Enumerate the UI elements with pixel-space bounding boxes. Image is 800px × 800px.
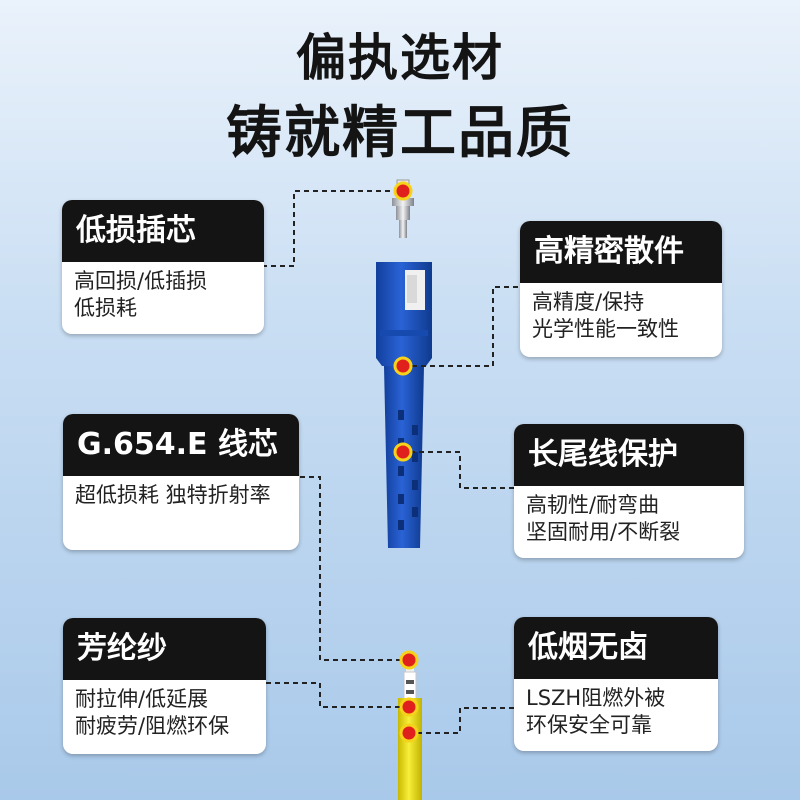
card-title: 低损插芯 [62,200,264,262]
card-title: 高精密散件 [520,221,722,283]
card-title: 芳纶纱 [63,618,266,680]
leader-aramid [266,682,409,708]
card-line: LSZH阻燃外被 [526,686,666,710]
feature-card-core: G.654.E 线芯 超低损耗 独特折射率 [63,414,299,550]
headline-line-1: 偏执选材 [296,29,504,87]
card-title: 长尾线保护 [514,424,744,486]
leader-lszh [409,707,514,734]
sc-connector-body [376,262,432,548]
card-line: 耐疲劳/阻燃环保 [75,714,230,738]
feature-card-ferrule: 低损插芯 高回损/低插损 低损耗 [62,200,264,334]
feature-card-lszh: 低烟无卤 LSZH阻燃外被 环保安全可靠 [514,617,718,751]
feature-card-aramid: 芳纶纱 耐拉伸/低延展 耐疲劳/阻燃环保 [63,618,266,754]
marker-dots [393,181,419,743]
leader-core [300,476,409,661]
headline-line-2: 铸就精工品质 [226,101,574,166]
card-line: 低损耗 [74,296,137,320]
leader-parts [403,286,518,367]
feature-card-parts: 高精密散件 高精度/保持 光学性能一致性 [520,221,722,357]
card-line: 高回损/低插损 [74,269,208,293]
card-title: G.654.E 线芯 [63,414,299,476]
card-line: 高韧性/耐弯曲 [526,493,660,517]
card-line: 环保安全可靠 [526,713,652,737]
card-line: 超低损耗 独特折射率 [75,483,271,507]
leader-tail [403,451,514,489]
leader-ferrule [262,190,403,267]
card-line: 光学性能一致性 [532,317,679,341]
feature-card-tail: 长尾线保护 高韧性/耐弯曲 坚固耐用/不断裂 [514,424,744,558]
card-title: 低烟无卤 [514,617,718,679]
card-line: 高精度/保持 [532,290,645,314]
card-line: 耐拉伸/低延展 [75,687,209,711]
card-line: 坚固耐用/不断裂 [526,520,681,544]
